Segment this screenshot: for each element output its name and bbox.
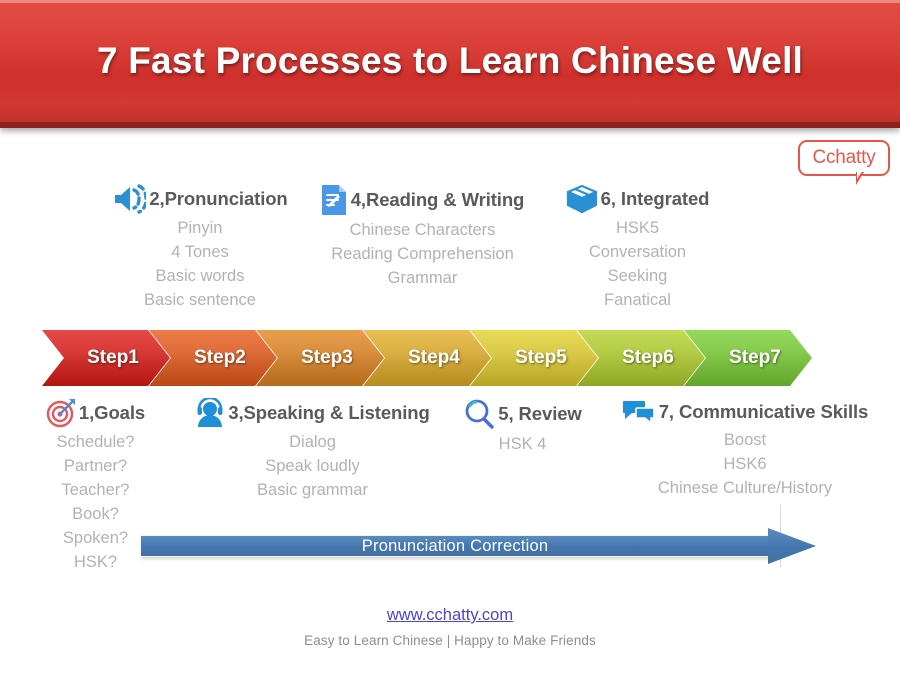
step-chevron-bar: Step1 Step2 Step3 Step4 Step5 Step6 Step… (42, 330, 812, 386)
speech-bubble-tail-icon (856, 170, 869, 185)
list-item: HSK5 (615, 219, 660, 237)
topic-header: 2,Pronunciation (40, 184, 360, 214)
list-item: Chinese Culture/History (657, 479, 833, 497)
topic-item-list: Pinyin 4 Tones Basic words Basic sentenc… (40, 216, 360, 312)
cchatty-logo[interactable]: Cchatty (798, 140, 890, 185)
logo-text: Cchatty (798, 140, 890, 176)
step-label: Step1 (87, 347, 139, 368)
topic-item-list: Dialog Speak loudly Basic grammar (170, 430, 455, 502)
list-item: Basic grammar (257, 481, 368, 499)
topic-header: 7, Communicative Skills (595, 398, 895, 426)
step-label: Step3 (301, 347, 353, 368)
list-item: Partner? (63, 457, 128, 475)
topic-header: 5, Review (435, 398, 610, 430)
topic-title: 4,Reading & Writing (350, 189, 525, 210)
list-item: HSK6 (723, 455, 767, 473)
list-item: Basic words (155, 267, 245, 285)
step-label: Step5 (515, 347, 567, 368)
arrow-label: Pronunciation Correction (361, 536, 549, 555)
list-item: Boost (723, 431, 767, 449)
topic-block-speaking-listening: 3,Speaking & Listening Dialog Speak loud… (170, 396, 455, 502)
document-icon (321, 184, 348, 216)
list-item: Reading Comprehension (331, 245, 514, 263)
list-item: Dialog (289, 433, 336, 451)
topic-item-list: Schedule? Partner? Teacher? Book? Spoken… (8, 430, 183, 574)
step-label: Step6 (622, 347, 674, 368)
list-item: Schedule? (56, 433, 135, 451)
chat-bubbles-icon (622, 398, 656, 426)
list-item: Teacher? (61, 481, 130, 499)
topic-item-list: Boost HSK6 Chinese Culture/History (595, 428, 895, 500)
topic-block-goals: 1,Goals Schedule? Partner? Teacher? Book… (8, 398, 183, 574)
footer: www.cchatty.com Easy to Learn Chinese | … (0, 606, 900, 648)
list-item: HSK? (73, 553, 118, 571)
speaker-icon (112, 184, 149, 214)
topic-block-review: 5, Review HSK 4 (435, 398, 610, 456)
topic-header: 6, Integrated (530, 184, 745, 214)
list-item: 4 Tones (171, 243, 229, 261)
topic-header: 1,Goals (8, 398, 183, 428)
topic-title: 2,Pronunciation (149, 188, 288, 209)
list-item: Book? (72, 505, 119, 523)
list-item: Conversation (588, 243, 687, 261)
topic-block-integrated: 6, Integrated HSK5 Conversation Seeking … (530, 184, 745, 312)
list-item: Fanatical (604, 291, 671, 309)
title-banner: 7 Fast Processes to Learn Chinese Well (0, 0, 900, 128)
pronunciation-correction-arrow: Pronunciation Correction (140, 528, 816, 564)
topic-title: 6, Integrated (600, 188, 710, 209)
topic-item-list: Chinese Characters Reading Comprehension… (275, 218, 570, 290)
list-item: Spoken? (62, 529, 129, 547)
step-chevron-1[interactable]: Step1 (42, 330, 170, 386)
list-item: Grammar (387, 269, 458, 287)
step-label: Step2 (194, 347, 246, 368)
arrow-body: Pronunciation Correction (140, 535, 770, 557)
topic-block-reading-writing: 4,Reading & Writing Chinese Characters R… (275, 184, 570, 290)
list-item: Chinese Characters (349, 221, 496, 239)
topic-header: 4,Reading & Writing (275, 184, 570, 216)
page-title: 7 Fast Processes to Learn Chinese Well (96, 40, 804, 81)
step-label: Step7 (729, 347, 781, 368)
box-icon (566, 184, 598, 214)
target-icon (46, 398, 76, 428)
list-item: Seeking (607, 267, 668, 285)
topic-title: 5, Review (498, 403, 582, 424)
footer-tagline: Easy to Learn Chinese | Happy to Make Fr… (304, 633, 596, 648)
headset-person-icon (195, 396, 225, 428)
list-item: HSK 4 (498, 435, 547, 453)
step-label: Step4 (408, 347, 460, 368)
topic-block-pronunciation: 2,Pronunciation Pinyin 4 Tones Basic wor… (40, 184, 360, 312)
arrow-head-icon (768, 528, 816, 564)
topic-item-list: HSK5 Conversation Seeking Fanatical (530, 216, 745, 312)
list-item: Speak loudly (265, 457, 360, 475)
topic-header: 3,Speaking & Listening (170, 396, 455, 428)
website-link[interactable]: www.cchatty.com (386, 606, 514, 624)
topic-block-communicative-skills: 7, Communicative Skills Boost HSK6 Chine… (595, 398, 895, 500)
magnifier-icon (463, 398, 495, 430)
topic-title: 7, Communicative Skills (658, 401, 869, 422)
topic-title: 3,Speaking & Listening (228, 402, 430, 423)
step-chevron-4[interactable]: Step4 (363, 330, 491, 386)
topic-item-list: HSK 4 (435, 432, 610, 456)
list-item: Pinyin (177, 219, 223, 237)
topic-title: 1,Goals (78, 402, 146, 423)
list-item: Basic sentence (144, 291, 256, 309)
